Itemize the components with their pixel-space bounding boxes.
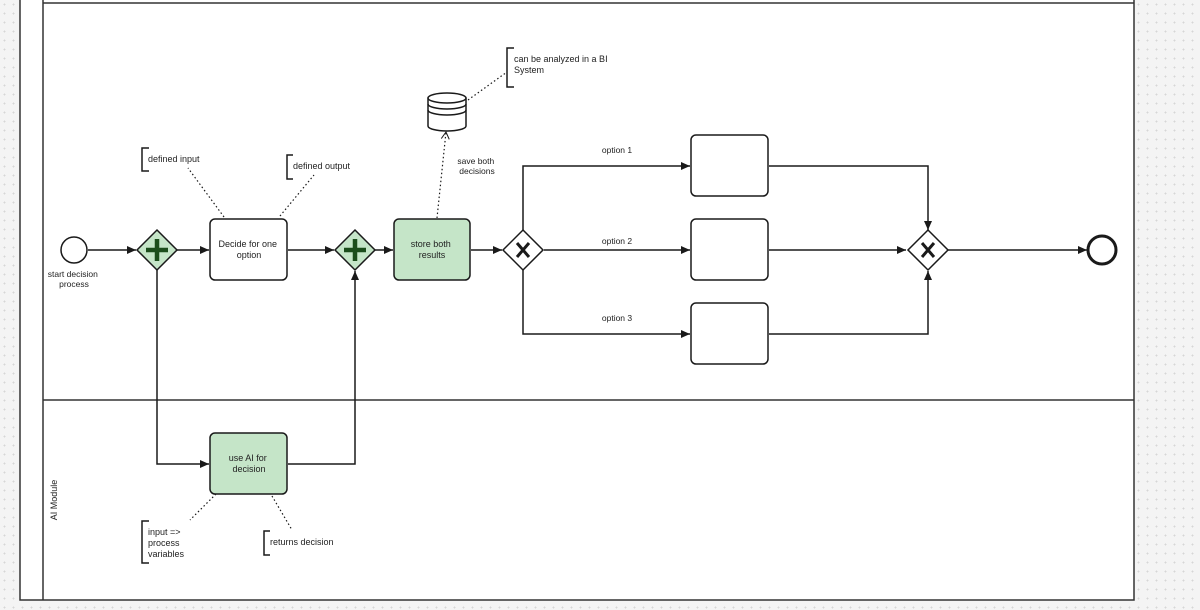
annotation-returns-decision: returns decision [263,530,334,556]
sequence-flows [88,162,1087,468]
assoc-store-to-datastore [436,130,450,219]
assoc-datastore-to-bi [467,71,508,101]
svg-text:can be analyzed in a BI: can be analyzed in a BI System [514,54,610,75]
task-option-1[interactable] [690,134,769,197]
associations [187,71,508,531]
plus-icon [344,239,366,261]
plus-icon [146,239,168,261]
flow-xor-option-3 [522,270,690,338]
flow-label-option-1: option 1 [602,145,633,155]
annotation-defined-output: defined output [286,154,351,180]
svg-text:defined output: defined output [293,161,351,171]
start-event[interactable] [60,236,88,264]
task-option-2[interactable] [690,218,769,281]
exclusive-gateway-split[interactable] [501,228,545,272]
x-icon [515,242,531,258]
x-icon [920,242,936,258]
svg-text:defined input: defined input [148,154,200,164]
lane-label-ai-module: AI Module [49,480,59,521]
annotation-defined-input: defined input [141,147,200,172]
assoc-decide-to-defined-output [279,174,315,217]
pool [19,0,1135,601]
flow-split-to-ai [156,270,209,468]
task-decide[interactable]: Decide for one option [209,218,288,281]
database-icon[interactable] [427,92,467,132]
svg-text:use AI for decision: use AI for decision [229,453,270,474]
parallel-gateway-split[interactable] [135,228,179,272]
exclusive-gateway-merge[interactable] [906,228,950,272]
annotation-ai-input: input => process variables [141,520,185,564]
task-option-3[interactable] [690,302,769,365]
svg-text:Decide for one option: Decide for one option [218,239,279,260]
svg-text:returns decision: returns decision [270,537,334,547]
flow-task3-to-merge [769,271,932,335]
annotation-bi-system: can be analyzed in a BI System [506,47,610,88]
flow-task1-to-merge [769,165,932,230]
flow-label-option-2: option 2 [602,236,633,246]
svg-text:store both results: store both results [411,239,454,260]
end-event[interactable] [1086,234,1118,266]
start-event-label: start decision process [48,269,100,289]
parallel-gateway-join[interactable] [333,228,377,272]
flow-label-save-both: save both decisions [457,156,496,176]
flow-label-option-3: option 3 [602,313,633,323]
task-store-results[interactable]: store both results [393,218,471,281]
task-ai-decision[interactable]: use AI for decision [209,432,288,495]
assoc-ai-to-returns [271,495,293,531]
svg-text:input => process v: input => process variables [148,527,185,559]
flow-xor-option-1 [522,162,690,230]
flow-ai-to-join [288,271,359,465]
